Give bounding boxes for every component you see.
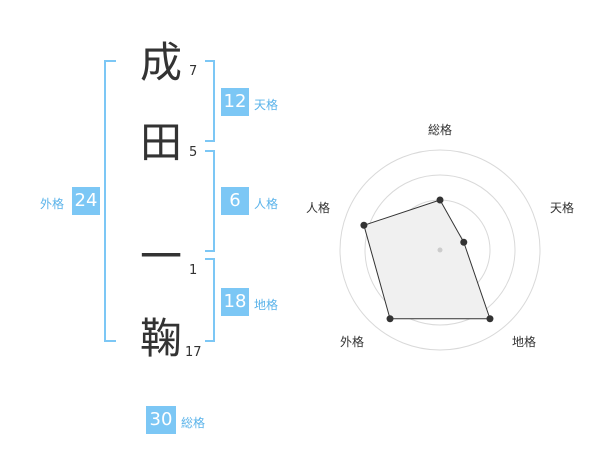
radar-ring: [339, 149, 541, 351]
radar-point: [386, 315, 394, 323]
radar-points: [360, 196, 494, 323]
jinkaku-badge: 6: [221, 187, 249, 215]
gaikaku-label: 外格: [40, 197, 65, 211]
chikaku-bracket: [205, 258, 215, 342]
jinkaku-bracket: [205, 150, 215, 252]
stroke-count-2: 5: [189, 145, 198, 160]
tenkaku-badge: 12: [221, 88, 249, 116]
soukaku-badge: 30: [146, 406, 176, 434]
soukaku-label: 総格: [181, 416, 206, 430]
tenkaku-label: 天格: [254, 98, 279, 112]
name-char-4: 鞠: [140, 314, 183, 363]
stroke-count-1: 7: [189, 64, 198, 79]
chikaku-label: 地格: [254, 298, 279, 312]
stroke-count-3: 1: [189, 263, 198, 278]
chikaku-badge: 18: [221, 288, 249, 316]
gaikaku-bracket: [104, 60, 116, 342]
radar-point: [486, 315, 494, 323]
radar-polygon: [363, 199, 491, 320]
radar-label-jinkaku: 人格: [306, 200, 330, 215]
radar-point: [360, 221, 368, 229]
radar-point: [436, 196, 444, 204]
radar-point: [460, 238, 468, 246]
radar-ring: [364, 174, 516, 326]
jinkaku-label: 人格: [254, 197, 279, 211]
name-char-3: 一: [140, 232, 183, 281]
radar-label-gaikaku: 外格: [340, 334, 364, 349]
stroke-count-4: 17: [185, 345, 202, 360]
radar-label-soukaku: 総格: [428, 122, 452, 137]
name-char-1: 成: [140, 38, 183, 87]
name-char-2: 田: [140, 118, 183, 167]
radar-label-chikaku: 地格: [512, 334, 536, 349]
radar-label-tenkaku: 天格: [550, 200, 574, 215]
tenkaku-bracket: [205, 60, 215, 142]
radar-chart: 総格 天格 地格 外格 人格: [306, 122, 574, 351]
radar-center-dot: [437, 247, 443, 253]
gaikaku-badge: 24: [72, 187, 100, 215]
